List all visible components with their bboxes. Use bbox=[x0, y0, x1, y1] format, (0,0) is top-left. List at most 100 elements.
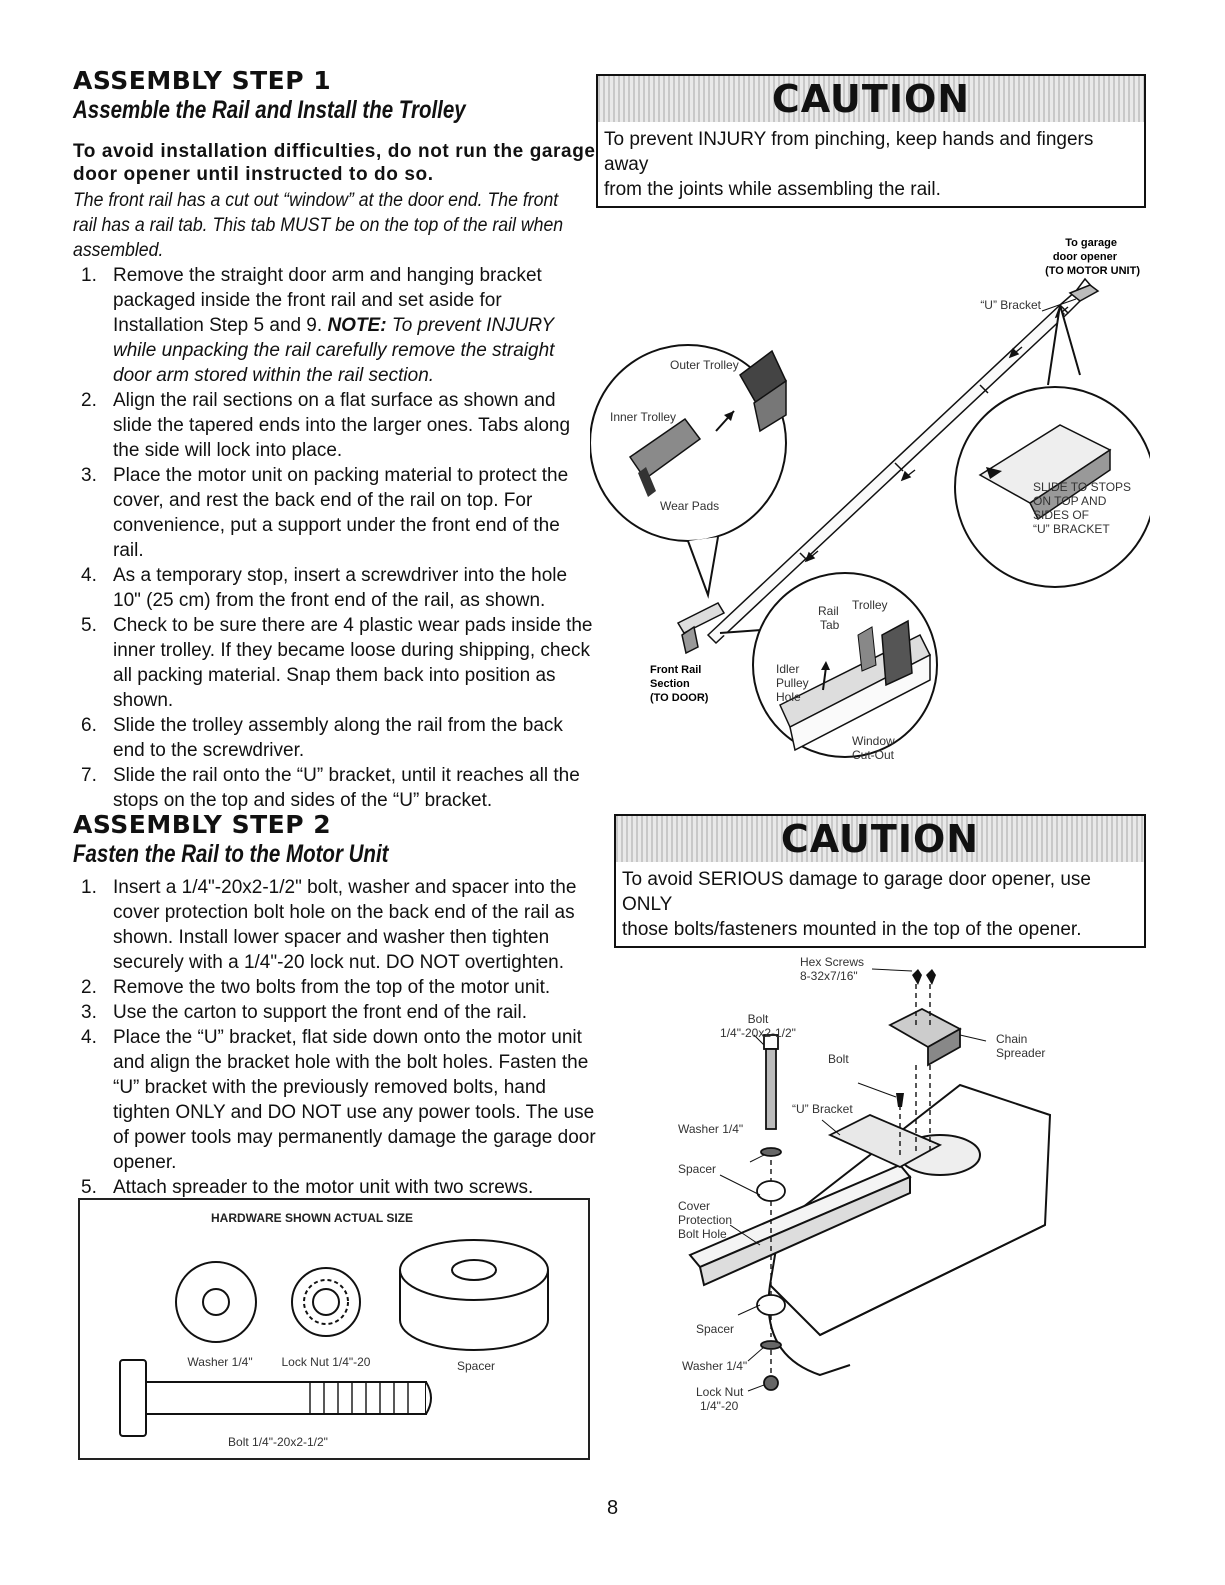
step1-title: ASSEMBLY STEP 1 bbox=[73, 66, 332, 95]
label-bolt-a2: 1/4"-20x2-1/2" bbox=[720, 1026, 796, 1040]
label-front-rail-3: (TO DOOR) bbox=[650, 692, 709, 704]
label-locknut-2: 1/4"-20 bbox=[700, 1399, 739, 1413]
label-washer-top: Washer 1/4" bbox=[678, 1122, 743, 1136]
label-rail-tab-1: Rail bbox=[818, 604, 839, 618]
label-cover-2: Protection bbox=[678, 1213, 732, 1227]
label-washer: Washer 1/4" bbox=[187, 1355, 252, 1369]
slide-arrows bbox=[804, 306, 1069, 563]
label-to-garage-2: door opener bbox=[1053, 251, 1118, 263]
label-to-garage-3: (TO MOTOR UNIT) bbox=[1045, 265, 1140, 277]
label-inner-trolley: Inner Trolley bbox=[610, 410, 676, 424]
trolley-callout bbox=[590, 344, 787, 599]
lock-nut-icon bbox=[291, 1267, 361, 1337]
step2-item-2: 2.Remove the two bolts from the top of t… bbox=[81, 977, 551, 998]
label-u-bracket-2: “U” Bracket bbox=[792, 1102, 853, 1116]
label-window-2: Cut-Out bbox=[852, 748, 895, 762]
step1-subtitle: Assemble the Rail and Install the Trolle… bbox=[73, 96, 466, 124]
label-locknut-1: Lock Nut bbox=[696, 1385, 744, 1399]
label-bolt: Bolt 1/4"-20x2-1/2" bbox=[228, 1435, 328, 1449]
step1-intro: The front rail has a cut out “window” at… bbox=[73, 188, 631, 263]
caution-text-1: To prevent INJURY from pinching, keep ha… bbox=[604, 129, 1094, 200]
rail-end bbox=[688, 1163, 912, 1287]
label-front-rail-1: Front Rail bbox=[650, 664, 701, 676]
rail-tab-callout bbox=[719, 572, 938, 758]
label-slide-1: SLIDE TO STOPS bbox=[1033, 480, 1131, 494]
label-to-garage-1: To garage bbox=[1065, 237, 1117, 249]
label-idler-1: Idler bbox=[776, 662, 799, 676]
label-washer-bottom: Washer 1/4" bbox=[682, 1359, 747, 1373]
hardware-box: HARDWARE SHOWN ACTUAL SIZE Washer 1/4" L… bbox=[78, 1198, 590, 1460]
caution-header-2: CAUTION bbox=[616, 816, 1144, 862]
label-slide-2: ON TOP AND bbox=[1033, 494, 1107, 508]
label-spacer-top: Spacer bbox=[678, 1162, 716, 1176]
step2-item-3: 3.Use the carton to support the front en… bbox=[81, 1002, 528, 1023]
caution-box-2: CAUTION To avoid SERIOUS damage to garag… bbox=[614, 814, 1146, 948]
label-slide-4: “U” BRACKET bbox=[1033, 522, 1110, 536]
label-hex-2: 8-32x7/16" bbox=[800, 969, 858, 983]
hardware-illustration: HARDWARE SHOWN ACTUAL SIZE Washer 1/4" L… bbox=[119, 1211, 549, 1449]
caution-header-1: CAUTION bbox=[598, 76, 1144, 122]
label-hex-1: Hex Screws bbox=[800, 955, 864, 969]
step1-warning: To avoid installation difficulties, do n… bbox=[73, 140, 596, 186]
label-lock-nut: Lock Nut 1/4"-20 bbox=[282, 1355, 371, 1369]
label-idler-3: Hole bbox=[776, 690, 801, 704]
step1-warning-line1: To avoid installation difficulties, do n… bbox=[73, 141, 596, 162]
bolt-icon bbox=[119, 1359, 432, 1437]
page-number: 8 bbox=[606, 1497, 619, 1519]
step1-item-4: 4.As a temporary stop, insert a screwdri… bbox=[81, 565, 568, 611]
motor-unit-body bbox=[767, 1083, 1052, 1377]
label-outer-trolley: Outer Trolley bbox=[670, 358, 739, 372]
step1-item-1-text: Remove the straight door arm and hanging… bbox=[113, 265, 542, 336]
bolt-b-icon bbox=[896, 1093, 904, 1107]
step2-item-4: 4.Place the “U” bracket, flat side down … bbox=[81, 1027, 596, 1173]
motor-unit-diagram: Hex Screws 8-32x7/16" Bolt 1/4"-20x2-1/2… bbox=[678, 955, 1052, 1413]
label-slide-3: SIDES OF bbox=[1033, 508, 1089, 522]
caution-text-2: To avoid SERIOUS damage to garage door o… bbox=[622, 869, 1091, 940]
label-bolt-a1: Bolt bbox=[748, 1012, 769, 1026]
label-front-rail-2: Section bbox=[650, 678, 690, 690]
front-rail-end bbox=[676, 602, 726, 655]
label-cover-3: Bolt Hole bbox=[678, 1227, 727, 1241]
label-spacer-bottom: Spacer bbox=[696, 1322, 734, 1336]
u-bracket-callout bbox=[954, 304, 1150, 588]
step1-list: 1.Remove the straight door arm and hangi… bbox=[73, 263, 593, 813]
label-u-bracket: “U” Bracket bbox=[980, 298, 1041, 312]
label-chain-2: Spreader bbox=[996, 1046, 1045, 1060]
rail-trolley-diagram: To garage door opener (TO MOTOR UNIT) “U… bbox=[590, 237, 1150, 762]
u-bracket-part bbox=[827, 1114, 943, 1169]
step1-item-2: 2.Align the rail sections on a flat surf… bbox=[81, 390, 571, 461]
step1-item-1: 1.Remove the straight door arm and hangi… bbox=[81, 265, 555, 386]
label-wear-pads: Wear Pads bbox=[660, 499, 719, 513]
step2-title: ASSEMBLY STEP 2 bbox=[73, 810, 332, 839]
leader-lines bbox=[719, 968, 987, 1392]
hardware-title: HARDWARE SHOWN ACTUAL SIZE bbox=[211, 1211, 413, 1225]
label-trolley: Trolley bbox=[852, 598, 888, 612]
step1-intro-line3: assembled. bbox=[73, 240, 164, 261]
step2-subtitle: Fasten the Rail to the Motor Unit bbox=[73, 840, 389, 868]
u-bracket-shape bbox=[1068, 284, 1100, 302]
label-window-1: Window bbox=[852, 734, 895, 748]
cover-bolt bbox=[756, 1034, 786, 1391]
label-bolt-b: Bolt bbox=[828, 1052, 849, 1066]
step1-item-6: 6.Slide the trolley assembly along the r… bbox=[81, 715, 563, 761]
step1-intro-line1: The front rail has a cut out “window” at… bbox=[73, 190, 559, 211]
step2-item-5: 5.Attach spreader to the motor unit with… bbox=[81, 1177, 534, 1198]
assembly-guides bbox=[770, 975, 931, 1375]
step1-item-7: 7.Slide the rail onto the “U” bracket, u… bbox=[81, 765, 580, 811]
caution-heading-1: CAUTION bbox=[771, 77, 971, 121]
caution-heading-2: CAUTION bbox=[780, 817, 980, 861]
step1-intro-line2: rail has a rail tab. This tab MUST be on… bbox=[73, 215, 564, 236]
step2-list: 1.Insert a 1/4"-20x2-1/2" bolt, washer a… bbox=[73, 875, 601, 1200]
step1-item-3: 3.Place the motor unit on packing materi… bbox=[81, 465, 569, 561]
label-rail-tab-2: Tab bbox=[820, 618, 840, 632]
caution-box-1: CAUTION To prevent INJURY from pinching,… bbox=[596, 74, 1146, 208]
step1-item-5: 5.Check to be sure there are 4 plastic w… bbox=[81, 615, 593, 711]
step1-item-1-note-text: To prevent INJURY while unpacking the ra… bbox=[113, 315, 555, 386]
label-idler-2: Pulley bbox=[776, 676, 809, 690]
step1-item-1-note-label: NOTE: bbox=[327, 315, 387, 336]
hex-screws-icon bbox=[912, 969, 936, 985]
step1-warning-line2: door opener until instructed to do so. bbox=[73, 164, 434, 185]
step2-item-1: 1.Insert a 1/4"-20x2-1/2" bolt, washer a… bbox=[81, 877, 577, 973]
label-chain-1: Chain bbox=[996, 1032, 1027, 1046]
spacer-icon bbox=[399, 1239, 549, 1351]
